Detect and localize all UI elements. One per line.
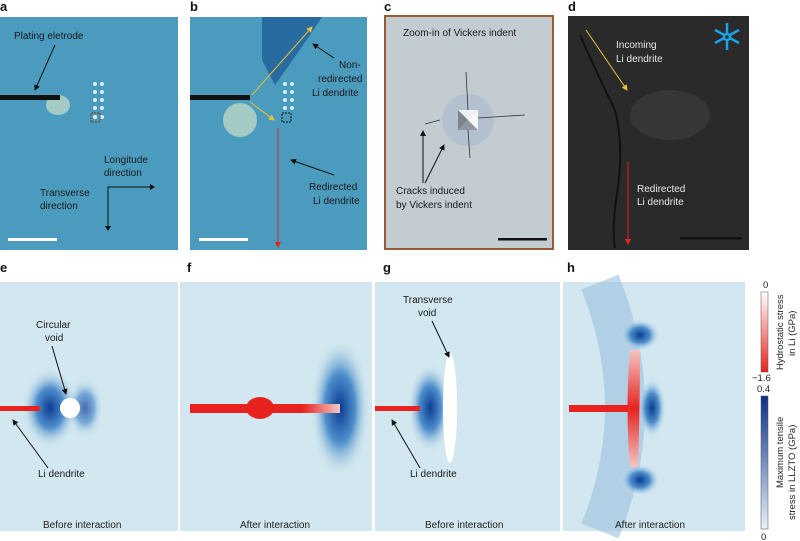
void-label-2: void (418, 308, 436, 319)
snowflake-icon (714, 23, 740, 50)
cracks-label-2: by Vickers indent (396, 200, 472, 211)
transverse-void (443, 353, 457, 463)
panel-g: g Transverse void Li dendrite Before int… (375, 260, 560, 531)
longitude-label: Longitude (104, 155, 148, 166)
panel-label: h (567, 260, 575, 275)
void-label: Transverse (403, 295, 453, 306)
panel-b: b Non- redirected Li dendrite Redirected… (190, 0, 367, 250)
redirected-label: Redirected (309, 182, 357, 193)
scale-bar (680, 237, 742, 240)
colorbar-title: Maximum tensile (775, 417, 786, 488)
incoming-label: Incoming (616, 40, 657, 51)
incoming-label-2: Li dendrite (616, 54, 663, 65)
non-redirected-label: Non- (339, 60, 361, 71)
caption: Before interaction (425, 520, 503, 531)
scale-bar (498, 238, 547, 241)
colorbar-min: −1.6 (752, 373, 771, 384)
panel-f: f After interaction (180, 260, 372, 531)
circular-void (60, 398, 80, 418)
panel-h: h After interaction (563, 260, 745, 539)
cracks (424, 71, 526, 159)
panel-label: b (190, 0, 198, 14)
transverse-label: Transverse (40, 188, 90, 199)
colorbar-tensile: 0.4 0 Maximum tensile stress in LLZTO (G… (757, 384, 798, 541)
panel-label: c (384, 0, 391, 14)
plating-electrode (0, 95, 60, 100)
caption: Before interaction (43, 520, 121, 531)
panel-d: d Incoming Li dendrite Redirected Li den… (568, 0, 749, 250)
dendrite-label: Li dendrite (38, 469, 85, 480)
redirected-label: Redirected (637, 184, 685, 195)
void-label-2: void (45, 333, 63, 344)
transverse-label-2: direction (40, 201, 78, 212)
panel-label: e (0, 260, 7, 275)
non-redirected-arrow (251, 26, 313, 96)
scale-bar (199, 238, 248, 241)
panel-a: a Plating eletrode Longitude direction T… (0, 0, 178, 250)
panel-c-title: Zoom-in of Vickers indent (403, 28, 516, 39)
colorbar-title-2: stress in LLZTO (GPa) (787, 425, 798, 520)
dendrite-label: Li dendrite (410, 469, 457, 480)
colorbar-title: Hydrostatic stress (775, 294, 786, 370)
longitude-label-2: direction (104, 168, 142, 179)
cracks-label: Cracks induced (396, 186, 465, 197)
li-dendrite (0, 406, 40, 411)
non-redirected-label-2: redirected (318, 74, 362, 85)
caption: After interaction (240, 520, 310, 531)
non-redirected-label-3: Li dendrite (312, 88, 359, 99)
void-label: Circular (36, 320, 71, 331)
electrode-label: Plating eletrode (14, 31, 84, 42)
colorbar-hydrostatic: 0 −1.6 Hydrostatic stress in Li (GPa) (752, 280, 798, 384)
direction-axes (107, 186, 150, 228)
colorbar-max: 0.4 (757, 384, 770, 395)
panel-label: f (187, 260, 192, 275)
panel-label: g (383, 260, 391, 275)
colorbar-max: 0 (763, 280, 768, 291)
panel-label: a (0, 0, 8, 14)
indent-array (93, 82, 104, 119)
panel-label: d (568, 0, 576, 14)
redirected-label-2: Li dendrite (637, 197, 684, 208)
li-dendrite (375, 406, 420, 411)
colorbar-title-2: in Li (GPa) (787, 311, 798, 356)
colorbar-min: 0 (761, 532, 766, 541)
caption: After interaction (615, 520, 685, 531)
scale-bar (8, 238, 57, 241)
photo-background (0, 17, 178, 250)
redirected-dendrite (627, 350, 640, 467)
li-dendrite (569, 405, 635, 412)
panel-e: e Circular void Li dendrite Before inter… (0, 260, 178, 531)
incoming-arrow (585, 29, 628, 91)
panel-c: c Zoom-in of Vickers indent Cracks induc… (384, 0, 554, 250)
redirected-label-2: Li dendrite (313, 196, 360, 207)
plating-electrode (190, 95, 250, 100)
